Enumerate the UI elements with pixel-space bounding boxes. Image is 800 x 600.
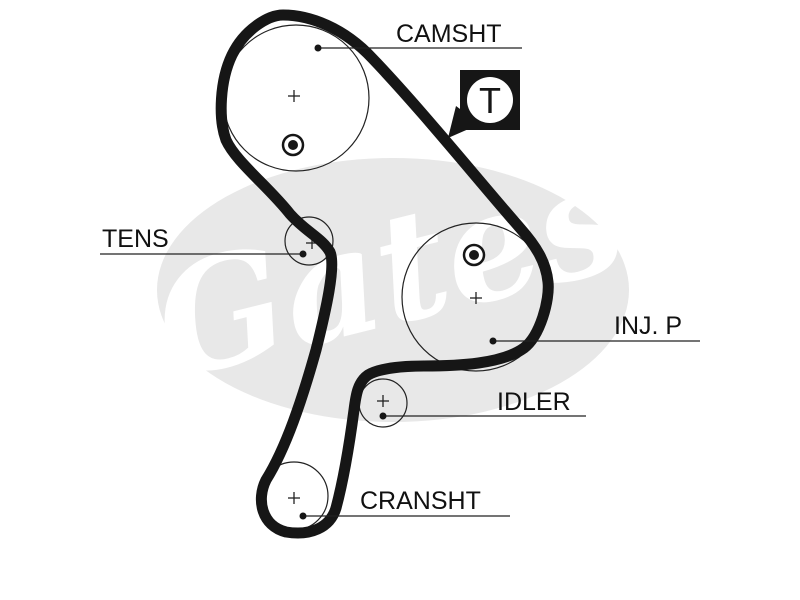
crankshaft-label: CRANSHT xyxy=(360,487,481,515)
crankshaft-leader xyxy=(299,512,510,520)
camshaft-center-mark xyxy=(288,90,300,102)
injection-pump-leader xyxy=(489,337,700,345)
crankshaft-center-mark xyxy=(288,492,300,504)
camshaft-timing-mark-icon xyxy=(281,133,305,157)
injection-pump-center-mark xyxy=(470,292,482,304)
injection-pump-label: INJ. P xyxy=(614,312,682,340)
gates-watermark: Gates xyxy=(138,129,641,422)
timing-mark-badge: T xyxy=(448,70,520,138)
timing-belt xyxy=(215,9,554,539)
camshaft-label: CAMSHT xyxy=(396,20,502,48)
timing-mark-badge-letter: T xyxy=(479,80,501,121)
idler-leader xyxy=(379,412,586,420)
camshaft-leader xyxy=(314,44,522,52)
tensioner-label: TENS xyxy=(102,225,169,253)
injection-pump-timing-mark-icon xyxy=(462,243,486,267)
tensioner-leader xyxy=(100,250,307,258)
idler-label: IDLER xyxy=(497,388,571,416)
idler-center-mark xyxy=(377,395,389,407)
tensioner-pulley xyxy=(284,216,334,266)
